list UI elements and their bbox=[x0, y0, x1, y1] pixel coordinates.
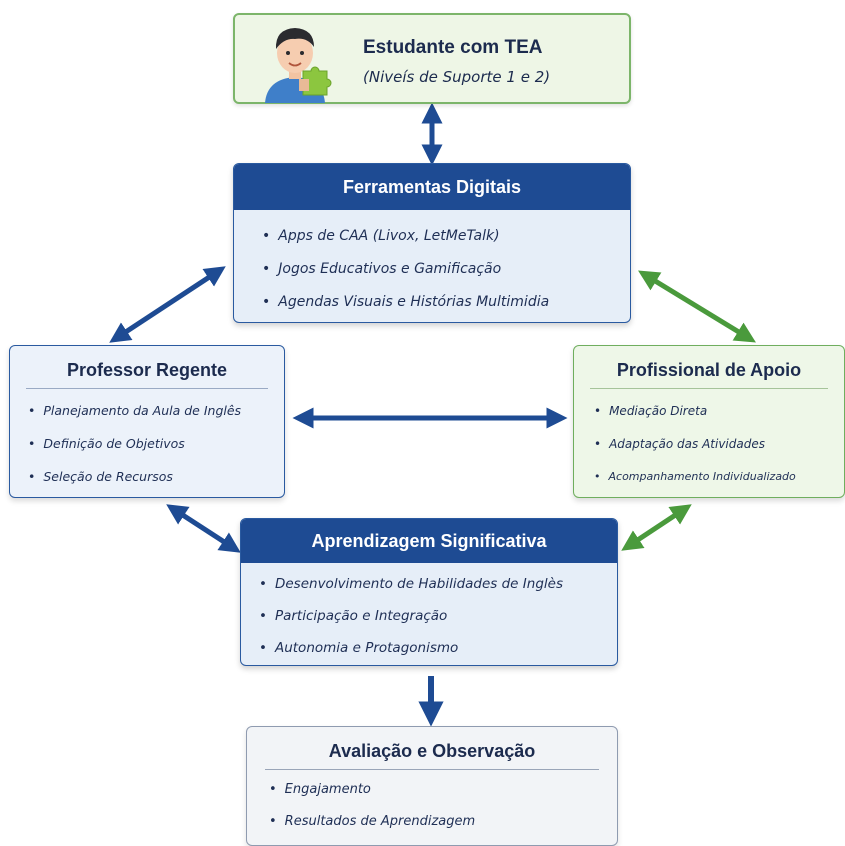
divider bbox=[265, 769, 599, 770]
divider bbox=[26, 388, 268, 389]
teacher-title: Professor Regente bbox=[66, 360, 228, 380]
student-box: Estudante com TEA (Niveís de Suporte 1 e… bbox=[233, 13, 631, 104]
evaluation-box: Avaliação e Observação Engajamento Resul… bbox=[246, 726, 618, 846]
learning-title: Aprendizagem Significativa bbox=[241, 519, 617, 563]
support-box: Profissional de Apoio Mediação Direta Ad… bbox=[573, 345, 845, 498]
evaluation-list: Engajamento Resultados de Aprendizagem bbox=[269, 775, 476, 839]
student-subtitle: (Niveís de Suporte 1 e 2) bbox=[363, 68, 551, 86]
list-item: Apps de CAA (Livox, LetMeTalk) bbox=[262, 222, 630, 255]
arrow-tools-teacher bbox=[109, 266, 226, 343]
list-item: Engajamento bbox=[269, 775, 475, 807]
tools-title: Ferramentas Digitais bbox=[234, 164, 630, 210]
list-item: Planejamento da Aula de Inglês bbox=[28, 398, 241, 431]
list-item: Agendas Visuais e Histórias Multimidia bbox=[262, 288, 630, 321]
learning-list: Desenvolvimento de Habilidades de Inglès… bbox=[241, 563, 617, 665]
support-list: Mediação Direta Adaptação das Atividades… bbox=[594, 398, 796, 497]
list-item: Mediação Direta bbox=[594, 398, 796, 431]
tools-list: Apps de CAA (Livox, LetMeTalk) Jogos Edu… bbox=[234, 210, 630, 321]
list-item: Seleção de Recursos bbox=[28, 464, 241, 497]
list-item: Adaptação das Atividades bbox=[594, 431, 796, 464]
divider bbox=[590, 388, 828, 389]
list-item: Desenvolvimento de Habilidades de Inglès bbox=[259, 569, 617, 601]
list-item: Autonomia e Protagonismo bbox=[259, 633, 617, 665]
evaluation-title: Avaliação e Observação bbox=[328, 741, 536, 761]
learning-box: Aprendizagem Significativa Desenvolvimen… bbox=[240, 518, 618, 666]
teacher-list: Planejamento da Aula de Inglês Definição… bbox=[28, 398, 241, 497]
student-title: Estudante com TEA bbox=[363, 37, 543, 58]
arrow-support-learning bbox=[621, 504, 692, 551]
list-item: Jogos Educativos e Gamificação bbox=[262, 255, 630, 288]
support-title: Profissional de Apoio bbox=[616, 360, 802, 380]
list-item: Definição de Objetivos bbox=[28, 431, 241, 464]
teacher-box: Professor Regente Planejamento da Aula d… bbox=[9, 345, 285, 498]
arrow-teacher-learning bbox=[166, 504, 241, 553]
list-item: Resultados de Aprendizagem bbox=[269, 807, 476, 839]
list-item: Participação e Integração bbox=[259, 601, 617, 633]
arrow-tools-support bbox=[638, 270, 756, 343]
list-item: Acompanhamento Individualizado bbox=[594, 464, 796, 497]
child-with-puzzle-piece-icon bbox=[265, 28, 332, 103]
tools-box: Ferramentas Digitais Apps de CAA (Livox,… bbox=[233, 163, 631, 323]
